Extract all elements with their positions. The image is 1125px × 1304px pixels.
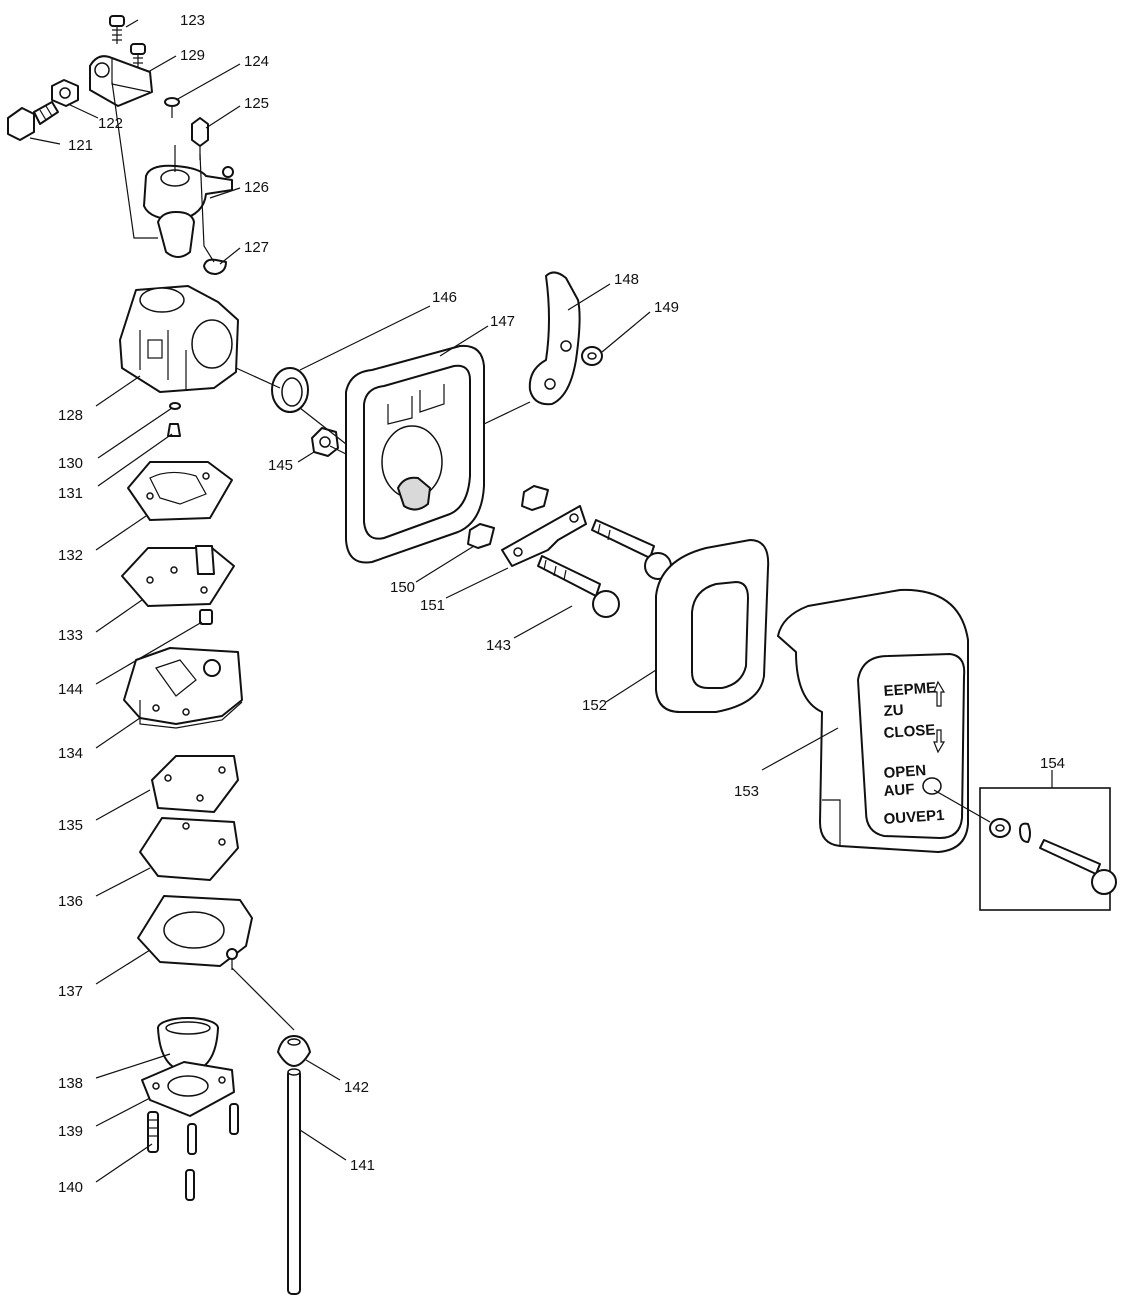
part-145-nut (311, 427, 339, 457)
part-143-bolts (537, 519, 672, 618)
part-132-plate (127, 461, 233, 521)
callout-151: 151 (420, 597, 445, 614)
part-131-needle (167, 423, 181, 437)
part-135-gasket (151, 755, 239, 813)
part-144-plug (199, 609, 213, 625)
part-151-plate (501, 505, 587, 567)
part-123b-screw (130, 43, 146, 70)
callout-129: 129 (180, 47, 205, 64)
callout-138: 138 (58, 1075, 83, 1092)
callout-133: 133 (58, 627, 83, 644)
part-123-screw (109, 15, 125, 44)
callout-123: 123 (180, 12, 205, 29)
callouts: 121 122 123 124 125 126 127 128 129 130 … (58, 12, 1065, 1196)
cover-label-line1: EEPME (883, 679, 937, 700)
callout-122: 122 (98, 115, 123, 132)
callout-143: 143 (486, 637, 511, 654)
part-153-air-cleaner-cover: EEPME ZU CLOSE OPEN AUF OUVEP1 (777, 588, 969, 853)
callout-147: 147 (490, 313, 515, 330)
part-125-clip (191, 117, 209, 160)
part-147-air-cleaner-base (345, 344, 485, 564)
cover-label-line4: OPEN (883, 762, 927, 782)
part-126-throttle-assembly (143, 145, 234, 258)
part-140-screws (147, 1103, 239, 1201)
part-137-metering-cover (137, 895, 253, 970)
cover-label-line5: AUF (883, 781, 915, 800)
callout-121: 121 (68, 137, 93, 154)
part-138-primer-bulb (157, 1017, 219, 1073)
callout-125: 125 (244, 95, 269, 112)
callout-149: 149 (654, 299, 679, 316)
callout-142: 142 (344, 1079, 369, 1096)
callout-126: 126 (244, 179, 269, 196)
part-136-diaphragm (139, 817, 239, 881)
leader-lines (29, 19, 1053, 1183)
callout-124: 124 (244, 53, 269, 70)
part-149-washer (581, 346, 603, 366)
callout-132: 132 (58, 547, 83, 564)
callout-131: 131 (58, 485, 83, 502)
callout-140: 140 (58, 1179, 83, 1196)
part-128-carburetor-body (119, 285, 239, 393)
callout-145: 145 (268, 457, 293, 474)
part-122-nut (51, 79, 79, 107)
cover-label-line6: OUVEP1 (883, 807, 945, 828)
part-141-tube (287, 1068, 301, 1295)
callout-144: 144 (58, 681, 83, 698)
callout-154: 154 (1040, 755, 1065, 772)
part-124-pin (164, 97, 180, 118)
part-142-valve (277, 1035, 311, 1067)
callout-141: 141 (350, 1157, 375, 1174)
part-139-retainer-plate (141, 1061, 235, 1117)
part-130-o-ring (169, 402, 181, 410)
cover-label-line2: ZU (883, 702, 904, 720)
part-148-choke-lever (528, 271, 581, 406)
callout-153: 153 (734, 783, 759, 800)
part-134-pump-body (123, 647, 243, 729)
callout-146: 146 (432, 289, 457, 306)
part-146-seal-ring (271, 367, 309, 413)
callout-127: 127 (244, 239, 269, 256)
callout-150: 150 (390, 579, 415, 596)
cover-label-line3: CLOSE (883, 721, 936, 742)
callout-137: 137 (58, 983, 83, 1000)
callout-136: 136 (58, 893, 83, 910)
callout-128: 128 (58, 407, 83, 424)
callout-130: 130 (58, 455, 83, 472)
part-154-screw-kit (979, 787, 1117, 911)
part-133-plate (121, 545, 235, 607)
callout-135: 135 (58, 817, 83, 834)
callout-148: 148 (614, 271, 639, 288)
part-152-filter-element (655, 539, 770, 713)
callout-139: 139 (58, 1123, 83, 1140)
part-121-adjust-screw (7, 101, 59, 141)
callout-152: 152 (582, 697, 607, 714)
callout-134: 134 (58, 745, 83, 762)
part-129-bracket (89, 55, 153, 107)
part-150-collar (467, 485, 549, 549)
